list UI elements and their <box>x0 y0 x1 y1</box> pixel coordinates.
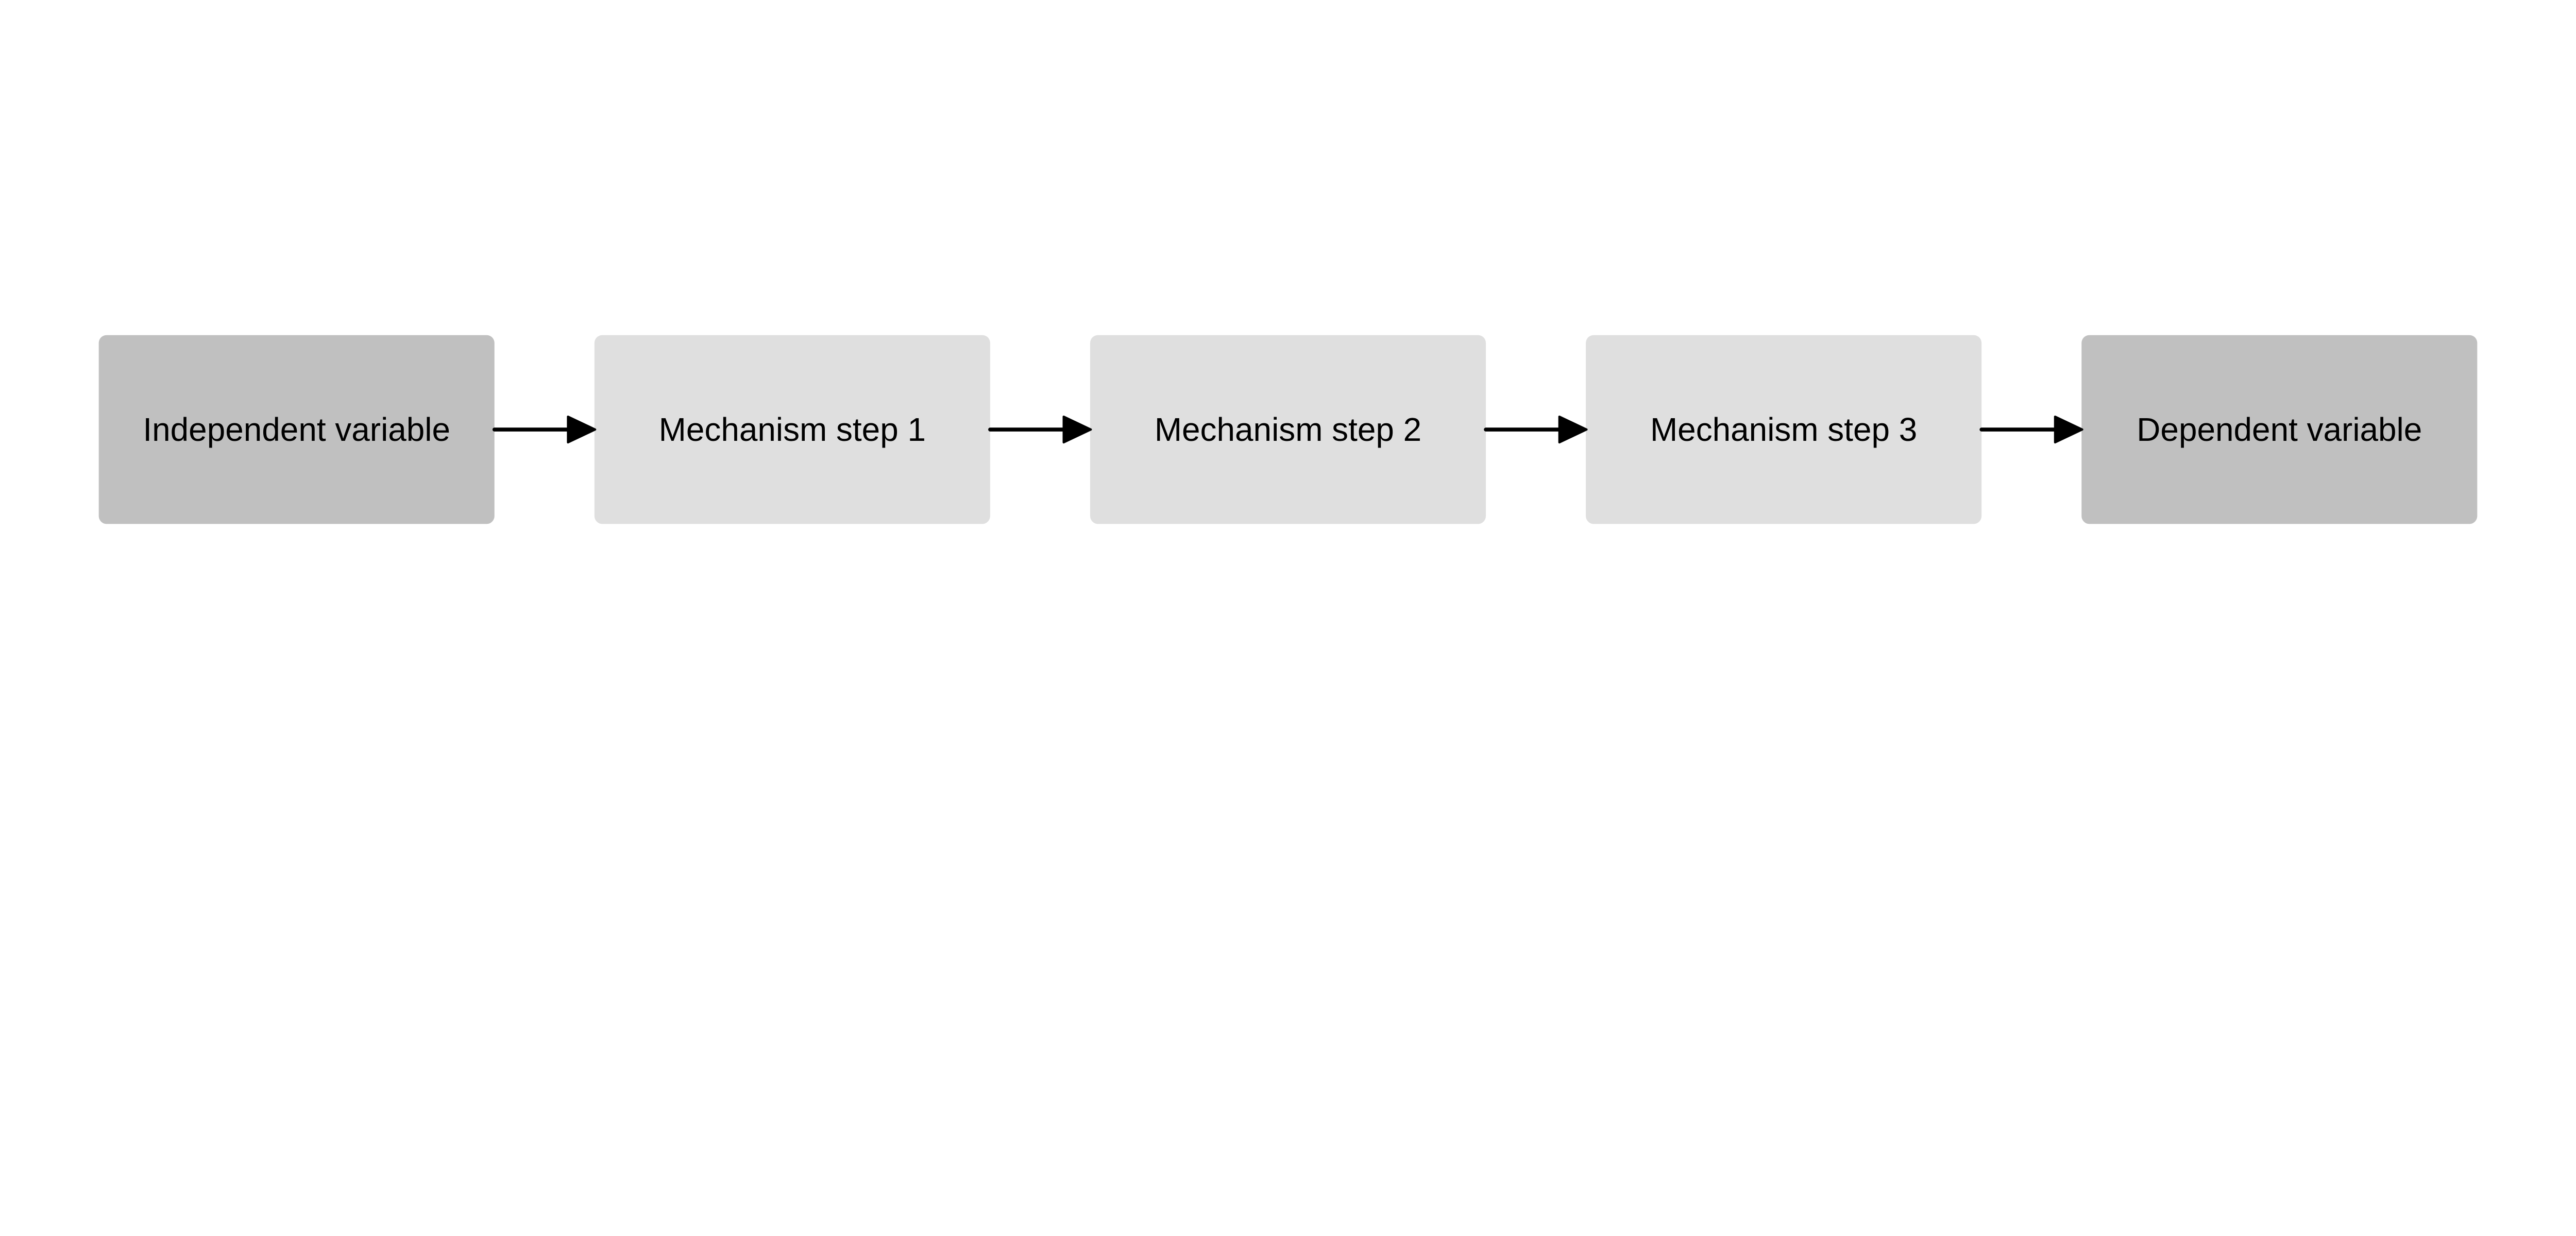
arrow-m1-m2 <box>988 415 1092 444</box>
node-box <box>98 335 495 524</box>
node-dv: Dependent variable <box>2081 335 2478 524</box>
arrow-iv-m1 <box>492 415 597 444</box>
node-m2: Mechanism step 2 <box>1090 335 1486 524</box>
node-box <box>594 335 990 524</box>
flow-diagram: Independent variable Mechanism step 1 Mech… <box>98 335 2478 524</box>
arrow-m3-dv <box>1979 415 2083 444</box>
arrow-m2-m3 <box>1484 415 1588 444</box>
node-label: Independent variable <box>143 411 450 448</box>
node-box <box>2081 335 2478 524</box>
node-label: Dependent variable <box>2137 411 2422 448</box>
node-box <box>1090 335 1486 524</box>
arrowhead-icon <box>1062 415 1092 444</box>
node-m1: Mechanism step 1 <box>594 335 990 524</box>
node-label: Mechanism step 2 <box>1155 411 1421 448</box>
arrowhead-icon <box>567 415 597 444</box>
node-label: Mechanism step 3 <box>1650 411 1917 448</box>
node-label: Mechanism step 1 <box>659 411 926 448</box>
node-m3: Mechanism step 3 <box>1586 335 1982 524</box>
arrowhead-icon <box>2054 415 2083 444</box>
node-iv: Independent variable <box>98 335 495 524</box>
arrowhead-icon <box>1558 415 1588 444</box>
node-box <box>1586 335 1982 524</box>
